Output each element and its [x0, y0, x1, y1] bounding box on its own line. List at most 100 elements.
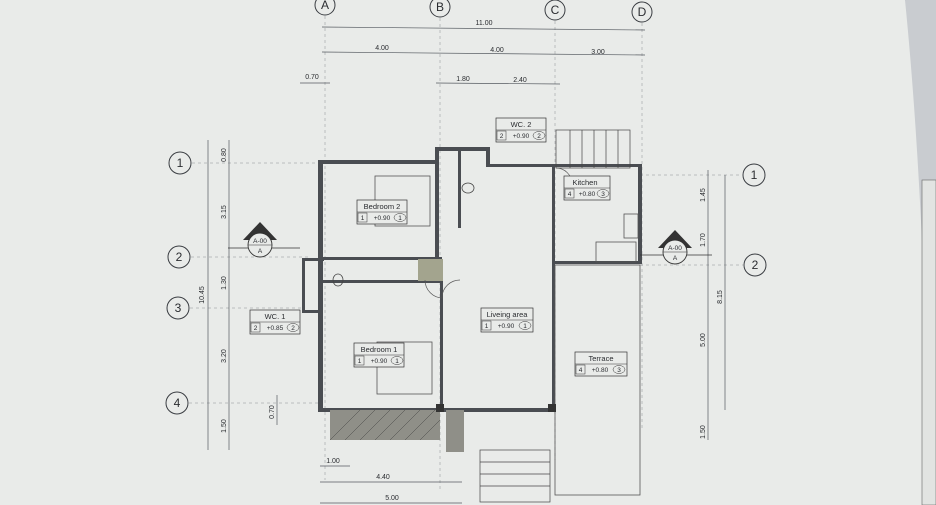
room-tag-num-bedroom-1: 1: [358, 358, 362, 365]
dim-left-1: 0.80: [221, 148, 228, 162]
dim-right-overall: 8.15: [717, 290, 724, 304]
room-name-wc-1: WC. 1: [265, 312, 286, 321]
room-tag-num-bedroom-2: 1: [361, 215, 365, 222]
dim-left-4: 3.20: [221, 349, 228, 363]
planter-hatch-right: [446, 410, 464, 452]
title-block-edge: [921, 179, 936, 505]
room-tag-num-wc-2: 2: [500, 133, 504, 140]
grid-row-2: 2: [176, 250, 183, 264]
grid-column-labels: A B C D: [314, 0, 653, 23]
dim-left-small: 0.70: [269, 405, 276, 419]
dim-sub-1: 1.80: [456, 76, 470, 83]
dim-sub-2: 2.40: [513, 77, 527, 84]
dim-overall-width: 11.00: [476, 20, 493, 27]
dim-bottom-sub: 1.00: [326, 458, 340, 465]
kitchen-stove: [623, 213, 639, 239]
dim-right-4: 1.50: [700, 425, 707, 439]
toilet-wc2: [461, 182, 475, 194]
room-tag-terrace: Terrace 4 +0.80 3: [574, 351, 628, 377]
bed-bedroom-1: [376, 341, 433, 395]
dimensions-left: 10.45 0.80 3.15 1.30 3.20 1.50 0.70: [199, 140, 278, 450]
dim-right-2: 1.70: [700, 233, 707, 247]
column-b4: [436, 404, 444, 412]
grid-col-a: A: [321, 0, 329, 12]
grid-row-right-1: 1: [751, 168, 758, 182]
wet-area-hatch: [418, 259, 443, 281]
room-finish-terrace: 3: [617, 367, 621, 374]
planter-hatch-lines: [329, 409, 441, 441]
room-finish-living-area: 1: [523, 323, 527, 330]
room-tag-num-wc-1: 2: [254, 325, 258, 332]
dim-bay-1: 4.00: [375, 45, 389, 52]
dim-offset: 0.70: [305, 74, 319, 81]
dimensions-right: 1.45 1.70 5.00 1.50 8.15: [700, 170, 726, 440]
exterior-walls: [302, 147, 642, 412]
stairs-top: [555, 129, 631, 169]
grid-row-right-2: 2: [752, 258, 759, 272]
room-tag-living-area: Liveing area 1 +0.90 1: [480, 307, 534, 333]
section-code-left: A-00: [253, 238, 267, 245]
room-finish-bedroom-1: 1: [395, 358, 399, 365]
room-tag-bedroom-1: Bedroom 1 1 +0.90 1: [353, 342, 405, 368]
room-tag-kitchen: Kitchen 4 +0.80 3: [563, 175, 611, 201]
room-tag-wc-1: WC. 1 2 +0.85 2: [249, 309, 301, 335]
dim-bottom-overall: 5.00: [385, 495, 399, 502]
dim-right-3: 5.00: [700, 333, 707, 347]
room-level-terrace: +0.80: [592, 367, 609, 374]
room-level-wc-2: +0.90: [513, 133, 530, 140]
room-level-bedroom-1: +0.90: [371, 358, 388, 365]
section-code-right: A-00: [668, 245, 682, 252]
grid-row-1: 1: [177, 156, 184, 170]
section-letter-left: A: [258, 248, 263, 255]
room-name-bedroom-1: Bedroom 1: [361, 345, 398, 354]
room-tag-num-living-area: 1: [485, 323, 489, 330]
room-name-terrace: Terrace: [588, 354, 613, 363]
room-name-kitchen: Kitchen: [572, 178, 597, 187]
dim-left-5: 1.50: [221, 419, 228, 433]
door-swing-living: [441, 279, 461, 298]
room-tag-num-kitchen: 4: [568, 191, 572, 198]
section-letter-right: A: [673, 255, 678, 262]
section-mark-left: A-00 A: [228, 222, 300, 258]
toilet-wc1: [332, 273, 344, 287]
column-c4: [548, 404, 556, 412]
room-level-living-area: +0.90: [498, 323, 515, 330]
room-level-wc-1: +0.85: [267, 325, 284, 332]
grid-row-3: 3: [175, 301, 182, 315]
room-name-wc-2: WC. 2: [511, 120, 532, 129]
dimensions-bottom: 1.00 4.40 5.00: [320, 458, 462, 504]
terrace-outline: [554, 264, 641, 496]
room-tag-bedroom-2: Bedroom 2 1 +0.90 1: [356, 199, 408, 225]
room-name-bedroom-2: Bedroom 2: [364, 202, 401, 211]
grid-col-d: D: [638, 5, 647, 19]
room-name-living-area: Liveing area: [487, 310, 529, 319]
room-finish-wc-1: 2: [291, 325, 295, 332]
dim-left-3: 1.30: [221, 276, 228, 290]
grid-row-labels-right: 1 2: [742, 163, 767, 277]
room-tag-wc-2: WC. 2 2 +0.90 2: [495, 117, 547, 143]
grid-col-b: B: [436, 0, 444, 14]
grid-row-labels-left: 1 2 3 4: [165, 151, 192, 415]
grid-col-c: C: [551, 3, 560, 17]
dim-right-1: 1.45: [700, 188, 707, 202]
dimensions-top: 11.00 4.00 4.00 3.00 1.80 2.40 0.70: [300, 20, 646, 85]
kitchen-counter: [595, 241, 637, 263]
door-swing-bedroom1: [424, 279, 444, 299]
room-finish-bedroom-2: 1: [398, 215, 402, 222]
dim-left-2: 3.15: [221, 205, 228, 219]
dim-bay-3: 3.00: [591, 49, 605, 56]
room-tag-num-terrace: 4: [579, 367, 583, 374]
dim-bottom-mid: 4.40: [376, 474, 390, 481]
room-finish-wc-2: 2: [537, 133, 541, 140]
section-mark-right: A-00 A: [640, 230, 712, 265]
stairs-bottom: [479, 449, 551, 503]
room-level-kitchen: +0.80: [579, 191, 596, 198]
room-level-bedroom-2: +0.90: [374, 215, 391, 222]
room-finish-kitchen: 3: [601, 191, 605, 198]
grid-row-4: 4: [174, 396, 181, 410]
planter-hatch-bottom: [330, 410, 440, 440]
dim-bay-2: 4.00: [490, 47, 504, 54]
dim-overall-height: 10.45: [199, 286, 206, 304]
